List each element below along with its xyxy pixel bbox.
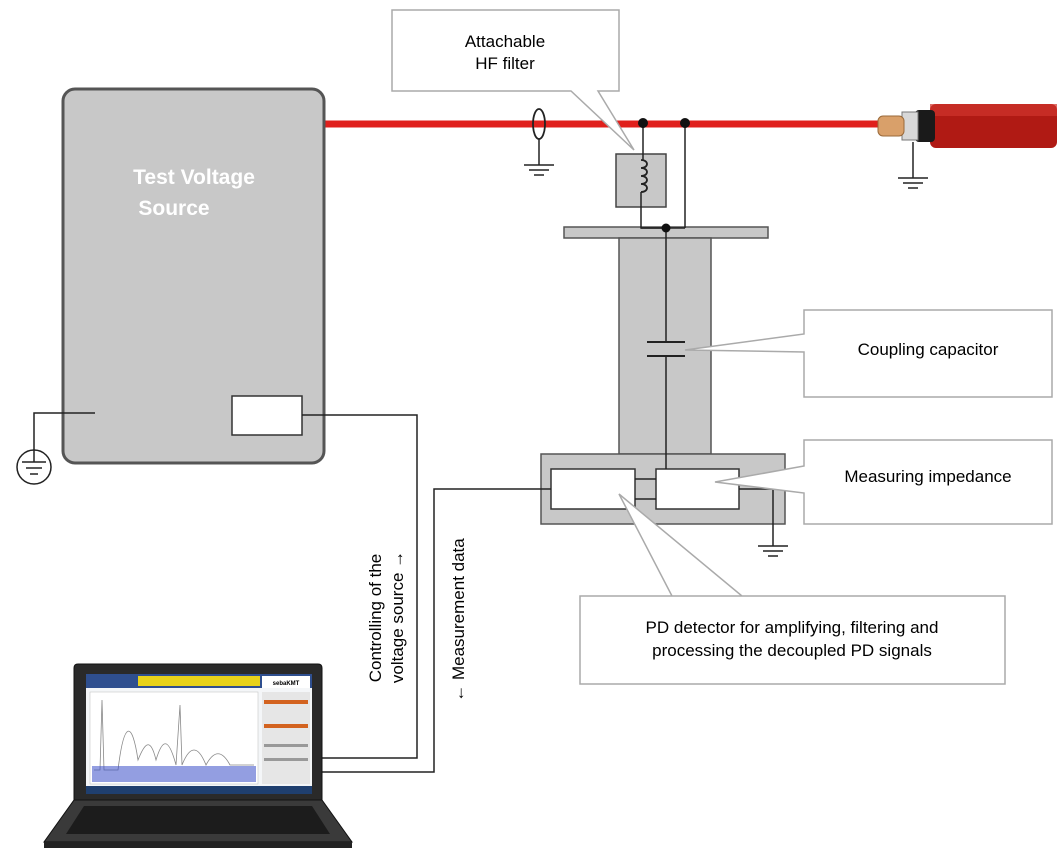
callout-hf-filter: Attachable HF filter bbox=[391, 9, 635, 151]
callout-pd-detector-line1: PD detector for amplifying, filtering an… bbox=[646, 618, 939, 637]
callout-hf-filter-line1: Attachable bbox=[465, 32, 545, 51]
measuring-impedance-box bbox=[655, 468, 740, 510]
control-cable bbox=[302, 414, 418, 759]
callout-measuring-impedance-text: Measuring impedance bbox=[844, 467, 1011, 486]
capacitor-column bbox=[618, 237, 712, 455]
measurement-label: ← Measurement data bbox=[449, 538, 468, 702]
callout-hf-filter-line2: HF filter bbox=[475, 54, 535, 73]
callout-pd-detector: PD detector for amplifying, filtering an… bbox=[579, 493, 1006, 685]
pd-detector-box bbox=[550, 468, 636, 510]
ground-symbol bbox=[898, 142, 928, 189]
inductor-symbol bbox=[640, 159, 648, 193]
screen-waveform bbox=[94, 699, 254, 771]
callout-coupling-capacitor: Coupling capacitor bbox=[684, 309, 1053, 398]
control-label-line2: voltage source → bbox=[388, 551, 407, 683]
ground-symbol bbox=[524, 139, 554, 176]
laptop: sebaKMT bbox=[43, 663, 353, 848]
hv-cable bbox=[877, 104, 1057, 148]
laptop-brand: sebaKMT bbox=[273, 681, 300, 687]
source-control-port bbox=[231, 395, 303, 436]
callout-pd-detector-line2: processing the decoupled PD signals bbox=[652, 641, 932, 660]
tap-wiring bbox=[640, 124, 686, 469]
callout-measuring-impedance: Measuring impedance bbox=[714, 439, 1053, 525]
source-title-line1: Test Voltage bbox=[133, 166, 255, 189]
callout-coupling-capacitor-text: Coupling capacitor bbox=[858, 340, 999, 359]
capacitor-symbol bbox=[647, 341, 685, 357]
measurement-cable bbox=[320, 488, 551, 773]
source-title-line2: Source bbox=[138, 197, 209, 220]
control-label-line1: Controlling of the bbox=[366, 554, 385, 683]
source-ground-wire bbox=[33, 412, 95, 450]
test-voltage-source-box bbox=[61, 87, 326, 465]
protective-earth-symbol bbox=[16, 449, 52, 485]
